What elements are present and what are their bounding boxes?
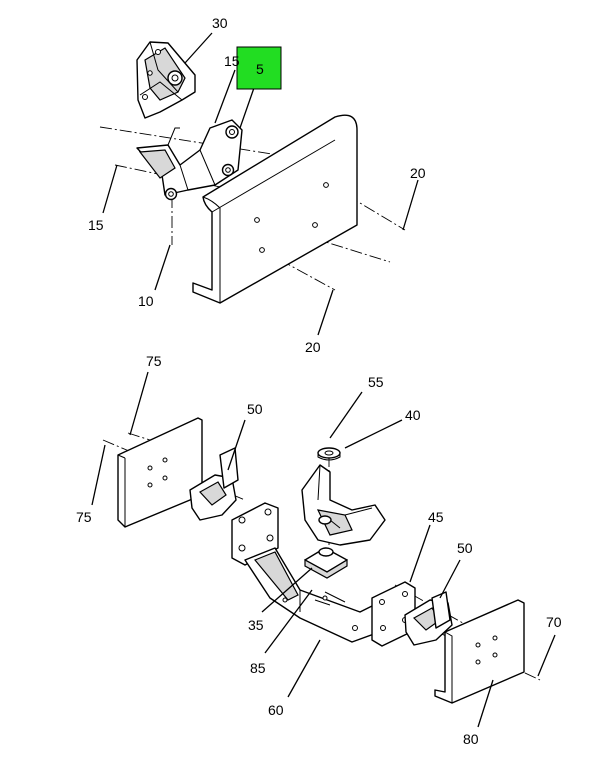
leader-50-right [439, 559, 461, 599]
callout-85[interactable]: 85 [250, 660, 266, 676]
right-mount-ear [431, 591, 451, 629]
centerline-e [261, 249, 336, 291]
leader-50-left [227, 419, 246, 471]
right-frame-plate-edge [444, 631, 453, 703]
rail-hole-1 [323, 182, 329, 188]
leader-30 [184, 32, 213, 64]
leader-55 [329, 391, 363, 439]
cm-left-bolt-3 [238, 544, 246, 552]
cm-left-bolt-1 [238, 516, 246, 524]
callout-15-left[interactable]: 15 [88, 217, 104, 233]
callout-50-right[interactable]: 50 [457, 540, 473, 556]
callout-40[interactable]: 40 [405, 407, 421, 423]
leader-45 [409, 524, 431, 583]
right-plate-hole-1 [475, 642, 481, 648]
callout-20-bottom[interactable]: 20 [305, 339, 321, 355]
leader-5 [239, 84, 256, 129]
center-pad-side [304, 558, 348, 579]
cradle-bracket [301, 464, 386, 546]
leader-70 [537, 634, 556, 677]
leader-40 [344, 419, 403, 449]
callout-50-left[interactable]: 50 [247, 401, 263, 417]
left-plate-hole-1 [147, 465, 153, 471]
callout-35[interactable]: 35 [248, 617, 264, 633]
leader-20a [402, 179, 419, 231]
bracket-shadow [138, 149, 176, 179]
bracket-ribs [167, 127, 216, 191]
upper-bracket-bushing-hole [171, 74, 179, 82]
leader-10 [154, 244, 171, 291]
center-pad-boss [318, 547, 334, 557]
callout-15-upper[interactable]: 15 [224, 53, 240, 69]
left-frame-plate-edge [117, 454, 126, 527]
callout-30[interactable]: 30 [212, 15, 228, 31]
cradle-bracket-detail [317, 464, 373, 529]
rail-hole-4 [259, 247, 265, 253]
left-plate-hole-4 [162, 475, 168, 481]
leader-75-bottom [91, 444, 106, 506]
upper-bracket-hole-2 [142, 94, 148, 100]
crossmember-hole-3 [352, 625, 358, 631]
callout-5[interactable]: 5 [256, 61, 264, 77]
right-plate-hole-3 [475, 659, 481, 665]
callout-75-top[interactable]: 75 [146, 353, 162, 369]
upper-bracket-hole-3 [147, 70, 153, 76]
leader-85 [264, 589, 313, 654]
callout-20-right[interactable]: 20 [410, 165, 426, 181]
callout-10[interactable]: 10 [138, 293, 154, 309]
crossmember-hole-1 [282, 597, 288, 603]
frame-rail-flange [202, 139, 336, 303]
crossmember-detail [299, 590, 346, 612]
bushing-low-hole [168, 191, 174, 197]
centerline-c [329, 184, 406, 231]
cm-right-bolt-1 [379, 599, 385, 605]
left-mount-bracket-shade [199, 481, 227, 506]
callout-45[interactable]: 45 [428, 509, 444, 525]
bushing-mid-hole [225, 167, 231, 173]
rail-hole-2 [254, 217, 260, 223]
leader-75-top [129, 371, 149, 436]
cm-right-bolt-3 [380, 625, 386, 631]
washer-hole [324, 450, 334, 456]
upper-assembly: 5 30 15 20 15 10 20 [88, 15, 426, 355]
bushing-top-hole [229, 129, 235, 135]
upper-bracket-hole-1 [155, 49, 161, 55]
lower-assembly: 75 75 50 55 40 45 50 35 85 70 60 80 [76, 353, 562, 747]
rail-hole-3 [312, 222, 318, 228]
leader-80 [477, 679, 494, 728]
crossmember-hole-2 [322, 595, 328, 601]
leader-15a [214, 69, 236, 124]
right-plate-hole-4 [492, 652, 498, 658]
washer-thickness [317, 453, 341, 461]
leader-20b [317, 289, 334, 336]
lower-centerline-left-2 [127, 432, 151, 441]
callout-80[interactable]: 80 [463, 731, 479, 747]
leader-35 [261, 567, 313, 613]
leader-60 [287, 639, 321, 698]
cm-right-bolt-2 [402, 591, 408, 597]
cradle-top-boss [318, 515, 332, 525]
cm-left-bolt-4 [266, 534, 274, 542]
cm-left-bolt-2 [264, 508, 272, 516]
callout-55[interactable]: 55 [368, 374, 384, 390]
callout-60[interactable]: 60 [268, 702, 284, 718]
callout-75-bottom[interactable]: 75 [76, 509, 92, 525]
crossmember-web [254, 551, 299, 601]
lower-centerline-right-2 [394, 584, 521, 656]
callout-5-highlight[interactable] [236, 46, 282, 90]
callout-70[interactable]: 70 [546, 614, 562, 630]
frame-rail [192, 114, 358, 304]
left-plate-hole-2 [162, 457, 168, 463]
right-plate-hole-2 [492, 635, 498, 641]
left-plate-hole-3 [147, 482, 153, 488]
leader-15b [102, 164, 118, 214]
